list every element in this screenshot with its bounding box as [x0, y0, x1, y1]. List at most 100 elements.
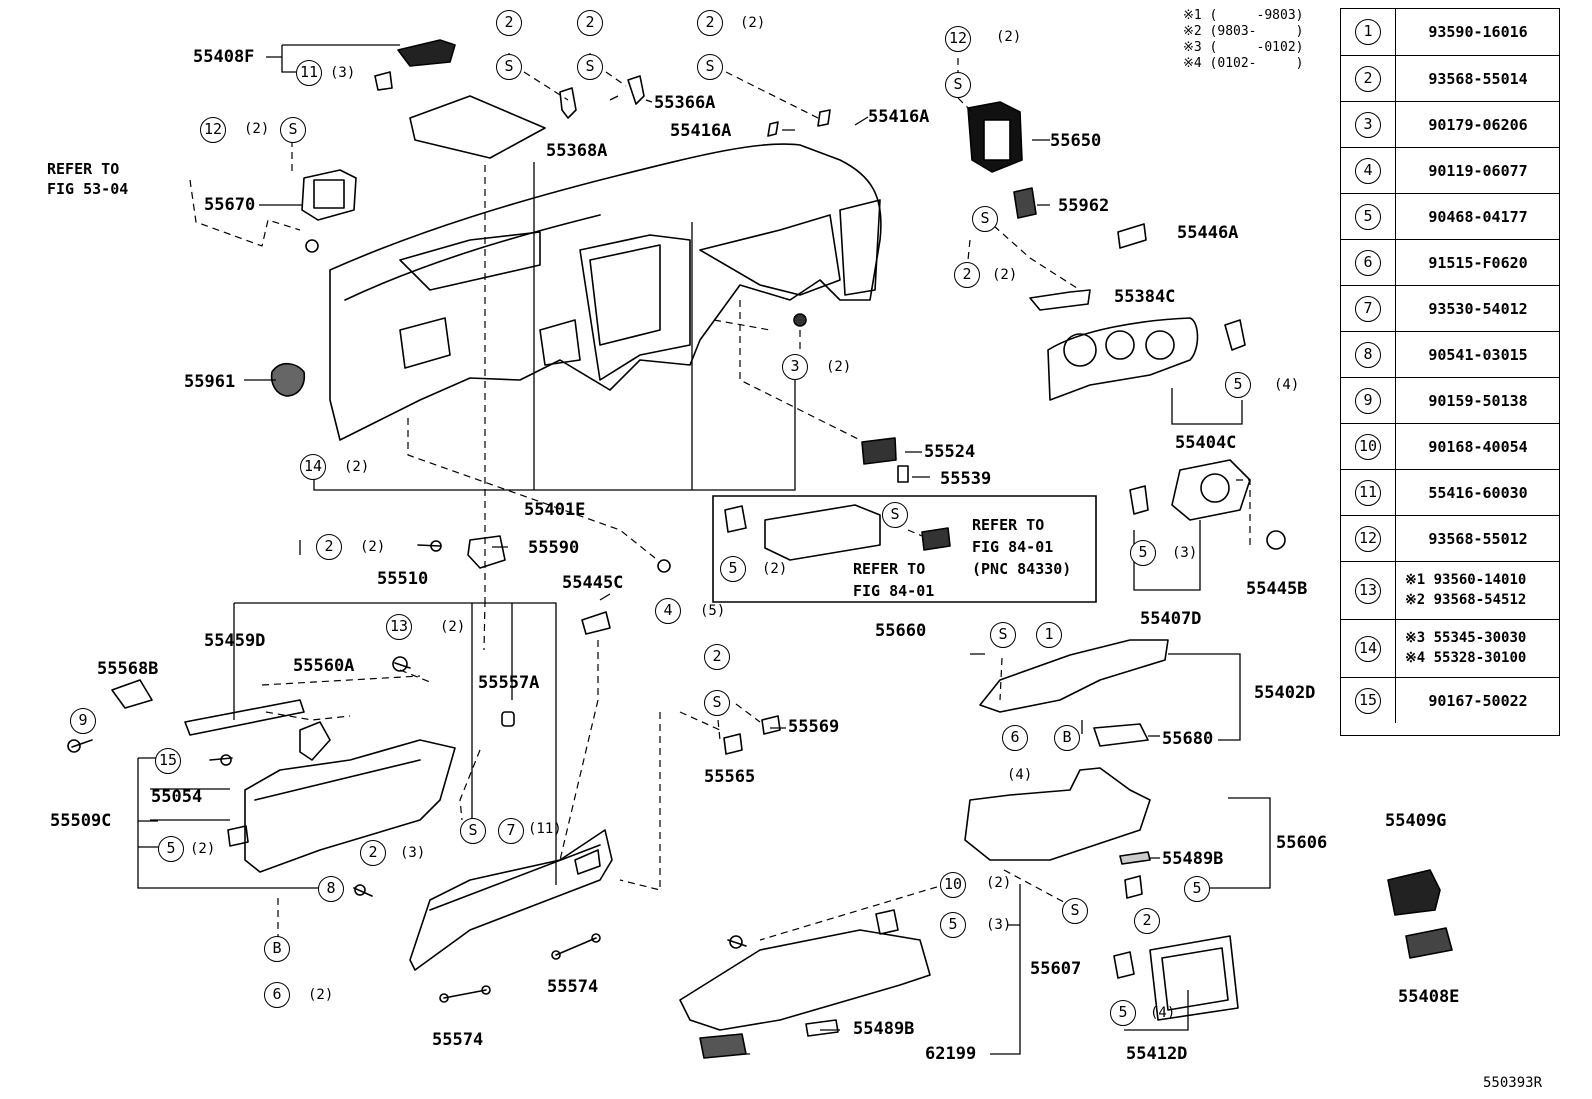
- quantity: (2): [308, 987, 334, 1003]
- callout-10: 10: [940, 872, 966, 898]
- reference-number: 15: [1355, 688, 1381, 714]
- callout-1: 1: [1036, 622, 1062, 648]
- reference-row: 9 90159-50138: [1341, 377, 1559, 423]
- legend-line: ※2 (9803- ): [1183, 24, 1304, 39]
- reference-part-number: 90119-06077: [1428, 162, 1528, 180]
- callout-5: 5: [720, 556, 746, 582]
- reference-row: 14※3 55345-30030※4 55328-30100: [1341, 619, 1559, 677]
- callout-12: 12: [945, 26, 971, 52]
- legend-line: ※1 ( -9803): [1183, 8, 1304, 23]
- quantity: (4): [1150, 1005, 1176, 1021]
- quantity: (2): [992, 267, 1018, 283]
- part-label: 55368A: [546, 141, 608, 161]
- reference-number-cell: 6: [1341, 240, 1396, 285]
- callout-2: 2: [577, 10, 603, 36]
- part-label: 55680: [1162, 729, 1214, 749]
- reference-number: 14: [1355, 636, 1381, 662]
- callout-4: 4: [655, 598, 681, 624]
- refer-note: FIG 53-04: [47, 180, 129, 198]
- refer-note: REFER TO: [972, 516, 1045, 534]
- part-label: 55407D: [1140, 609, 1202, 629]
- part-label: 55650: [1050, 131, 1102, 151]
- reference-part-number: 90468-04177: [1428, 208, 1528, 226]
- reference-part-number: 90159-50138: [1428, 392, 1528, 410]
- callout-5: 5: [1130, 540, 1156, 566]
- quantity: (2): [360, 539, 386, 555]
- legend: ※1 ( -9803) ※2 (9803- ) ※3 ( -0102) ※4 (…: [1183, 8, 1303, 72]
- reference-number: 3: [1355, 112, 1381, 138]
- reference-part-number: ※4 55328-30100: [1405, 650, 1527, 666]
- callout-5: 5: [1225, 372, 1251, 398]
- part-label: 55670: [204, 195, 256, 215]
- callout-2: 2: [1134, 908, 1160, 934]
- part-label: 55408F: [193, 47, 255, 67]
- reference-number: 8: [1355, 342, 1381, 368]
- callout-s: S: [496, 54, 522, 80]
- refer-note: FIG 84-01: [853, 582, 935, 600]
- reference-number: 12: [1355, 526, 1381, 552]
- callout-s: S: [704, 690, 730, 716]
- part-label: 55560A: [293, 656, 355, 676]
- quantity: (2): [244, 121, 270, 137]
- part-label: 55384C: [1114, 287, 1176, 307]
- reference-number-cell: 12: [1341, 516, 1396, 561]
- callout-5: 5: [158, 836, 184, 862]
- callout-11: 11: [296, 60, 322, 86]
- legend-line: ※3 ( -0102): [1183, 40, 1304, 55]
- part-label: 55401E: [524, 500, 586, 520]
- part-label: 55404C: [1175, 433, 1237, 453]
- reference-part-number: 55416-60030: [1428, 484, 1528, 502]
- part-label: 55489B: [1162, 849, 1224, 869]
- part-label: 55416A: [670, 121, 732, 141]
- reference-number: 9: [1355, 388, 1381, 414]
- reference-part-number: 93568-55014: [1428, 70, 1528, 88]
- part-label: 55660: [875, 621, 927, 641]
- callout-15: 15: [155, 748, 181, 774]
- reference-number-cell: 11: [1341, 470, 1396, 515]
- reference-number-cell: 1: [1341, 9, 1396, 55]
- part-label: 55574: [547, 977, 599, 997]
- callout-7: 7: [498, 818, 524, 844]
- reference-part-number: 90168-40054: [1428, 438, 1528, 456]
- callout-2: 2: [496, 10, 522, 36]
- part-label: 55961: [184, 372, 236, 392]
- callout-s: S: [697, 54, 723, 80]
- callout-s: S: [577, 54, 603, 80]
- part-label: 55412D: [1126, 1044, 1188, 1064]
- quantity: (2): [996, 29, 1022, 45]
- callout-2: 2: [316, 534, 342, 560]
- part-label: 55408E: [1398, 987, 1460, 1007]
- reference-number-cell: 7: [1341, 286, 1396, 331]
- quantity: (2): [190, 841, 216, 857]
- part-label: 55565: [704, 767, 756, 787]
- quantity: (3): [400, 845, 426, 861]
- reference-number-cell: 8: [1341, 332, 1396, 377]
- reference-number: 5: [1355, 204, 1381, 230]
- reference-number: 11: [1355, 480, 1381, 506]
- part-label: 55524: [924, 442, 976, 462]
- reference-part-number: 90167-50022: [1428, 692, 1528, 710]
- quantity: (11): [528, 821, 562, 837]
- reference-part-number: ※1 93560-14010: [1405, 572, 1527, 588]
- callout-13: 13: [386, 614, 412, 640]
- quantity: (3): [330, 65, 356, 81]
- callout-5: 5: [1110, 1000, 1136, 1026]
- part-label: 55569: [788, 717, 840, 737]
- callout-s: S: [945, 72, 971, 98]
- reference-number-cell: 9: [1341, 378, 1396, 423]
- callout-s: S: [972, 206, 998, 232]
- part-label: 55607: [1030, 959, 1082, 979]
- quantity: (3): [1172, 545, 1198, 561]
- callout-3: 3: [782, 354, 808, 380]
- quantity: (2): [740, 15, 766, 31]
- reference-number: 6: [1355, 250, 1381, 276]
- callout-5: 5: [1184, 876, 1210, 902]
